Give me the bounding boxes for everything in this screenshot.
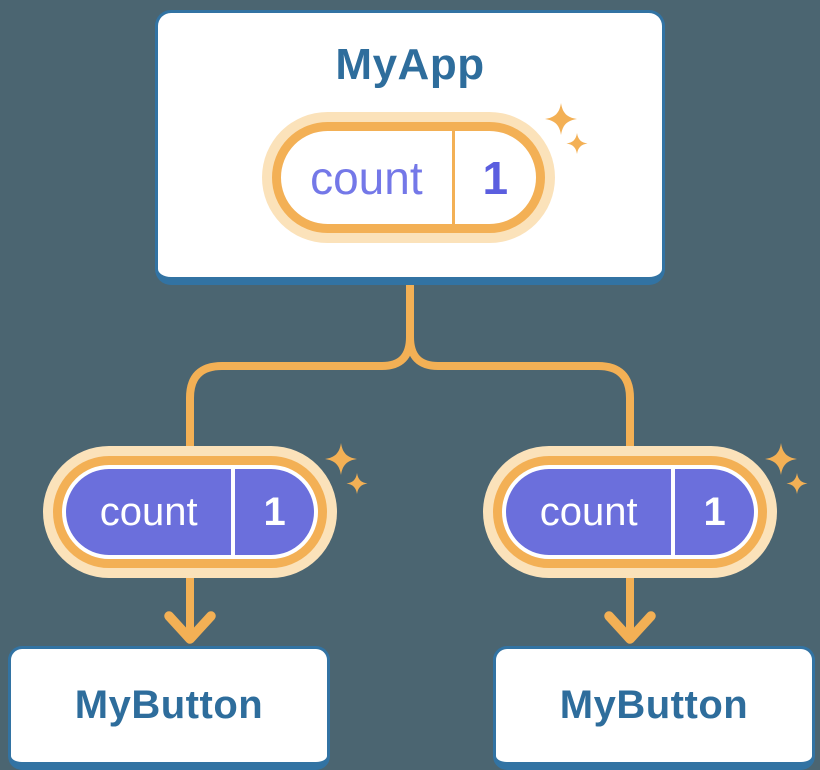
left-prop-pill: count 1 — [43, 446, 337, 578]
right-prop-pill: count 1 — [483, 446, 777, 578]
pill-core: count 1 — [281, 131, 536, 224]
edge-right-branch — [406, 336, 634, 452]
state-name: count — [539, 489, 638, 534]
state-name: count — [310, 151, 423, 204]
arrow-left-head — [164, 611, 216, 644]
state-value: 1 — [703, 489, 726, 534]
pill-divider — [451, 131, 455, 224]
myapp-state-pill: count 1 — [262, 112, 555, 243]
pill-core: count 1 — [506, 469, 754, 555]
mybutton-card-right: MyButton — [493, 646, 815, 770]
pill-ring: count 1 — [53, 456, 327, 568]
sparkle-icon — [545, 103, 588, 154]
pill-divider — [671, 469, 676, 555]
pill-divider — [231, 469, 236, 555]
pill-ring: count 1 — [493, 456, 767, 568]
component-title: MyButton — [74, 683, 264, 727]
sparkle-icon — [765, 443, 808, 494]
pill-core: count 1 — [66, 469, 314, 555]
component-title: MyButton — [559, 683, 749, 727]
mybutton-card-left: MyButton — [8, 646, 330, 770]
component-title: MyApp — [335, 40, 485, 89]
arrow-right-head — [604, 611, 656, 644]
edge-left-branch — [186, 336, 414, 452]
pill-ring: count 1 — [272, 122, 545, 233]
state-value: 1 — [482, 151, 509, 204]
state-value: 1 — [263, 489, 286, 534]
state-name: count — [99, 489, 198, 534]
sparkle-icon — [325, 443, 368, 494]
